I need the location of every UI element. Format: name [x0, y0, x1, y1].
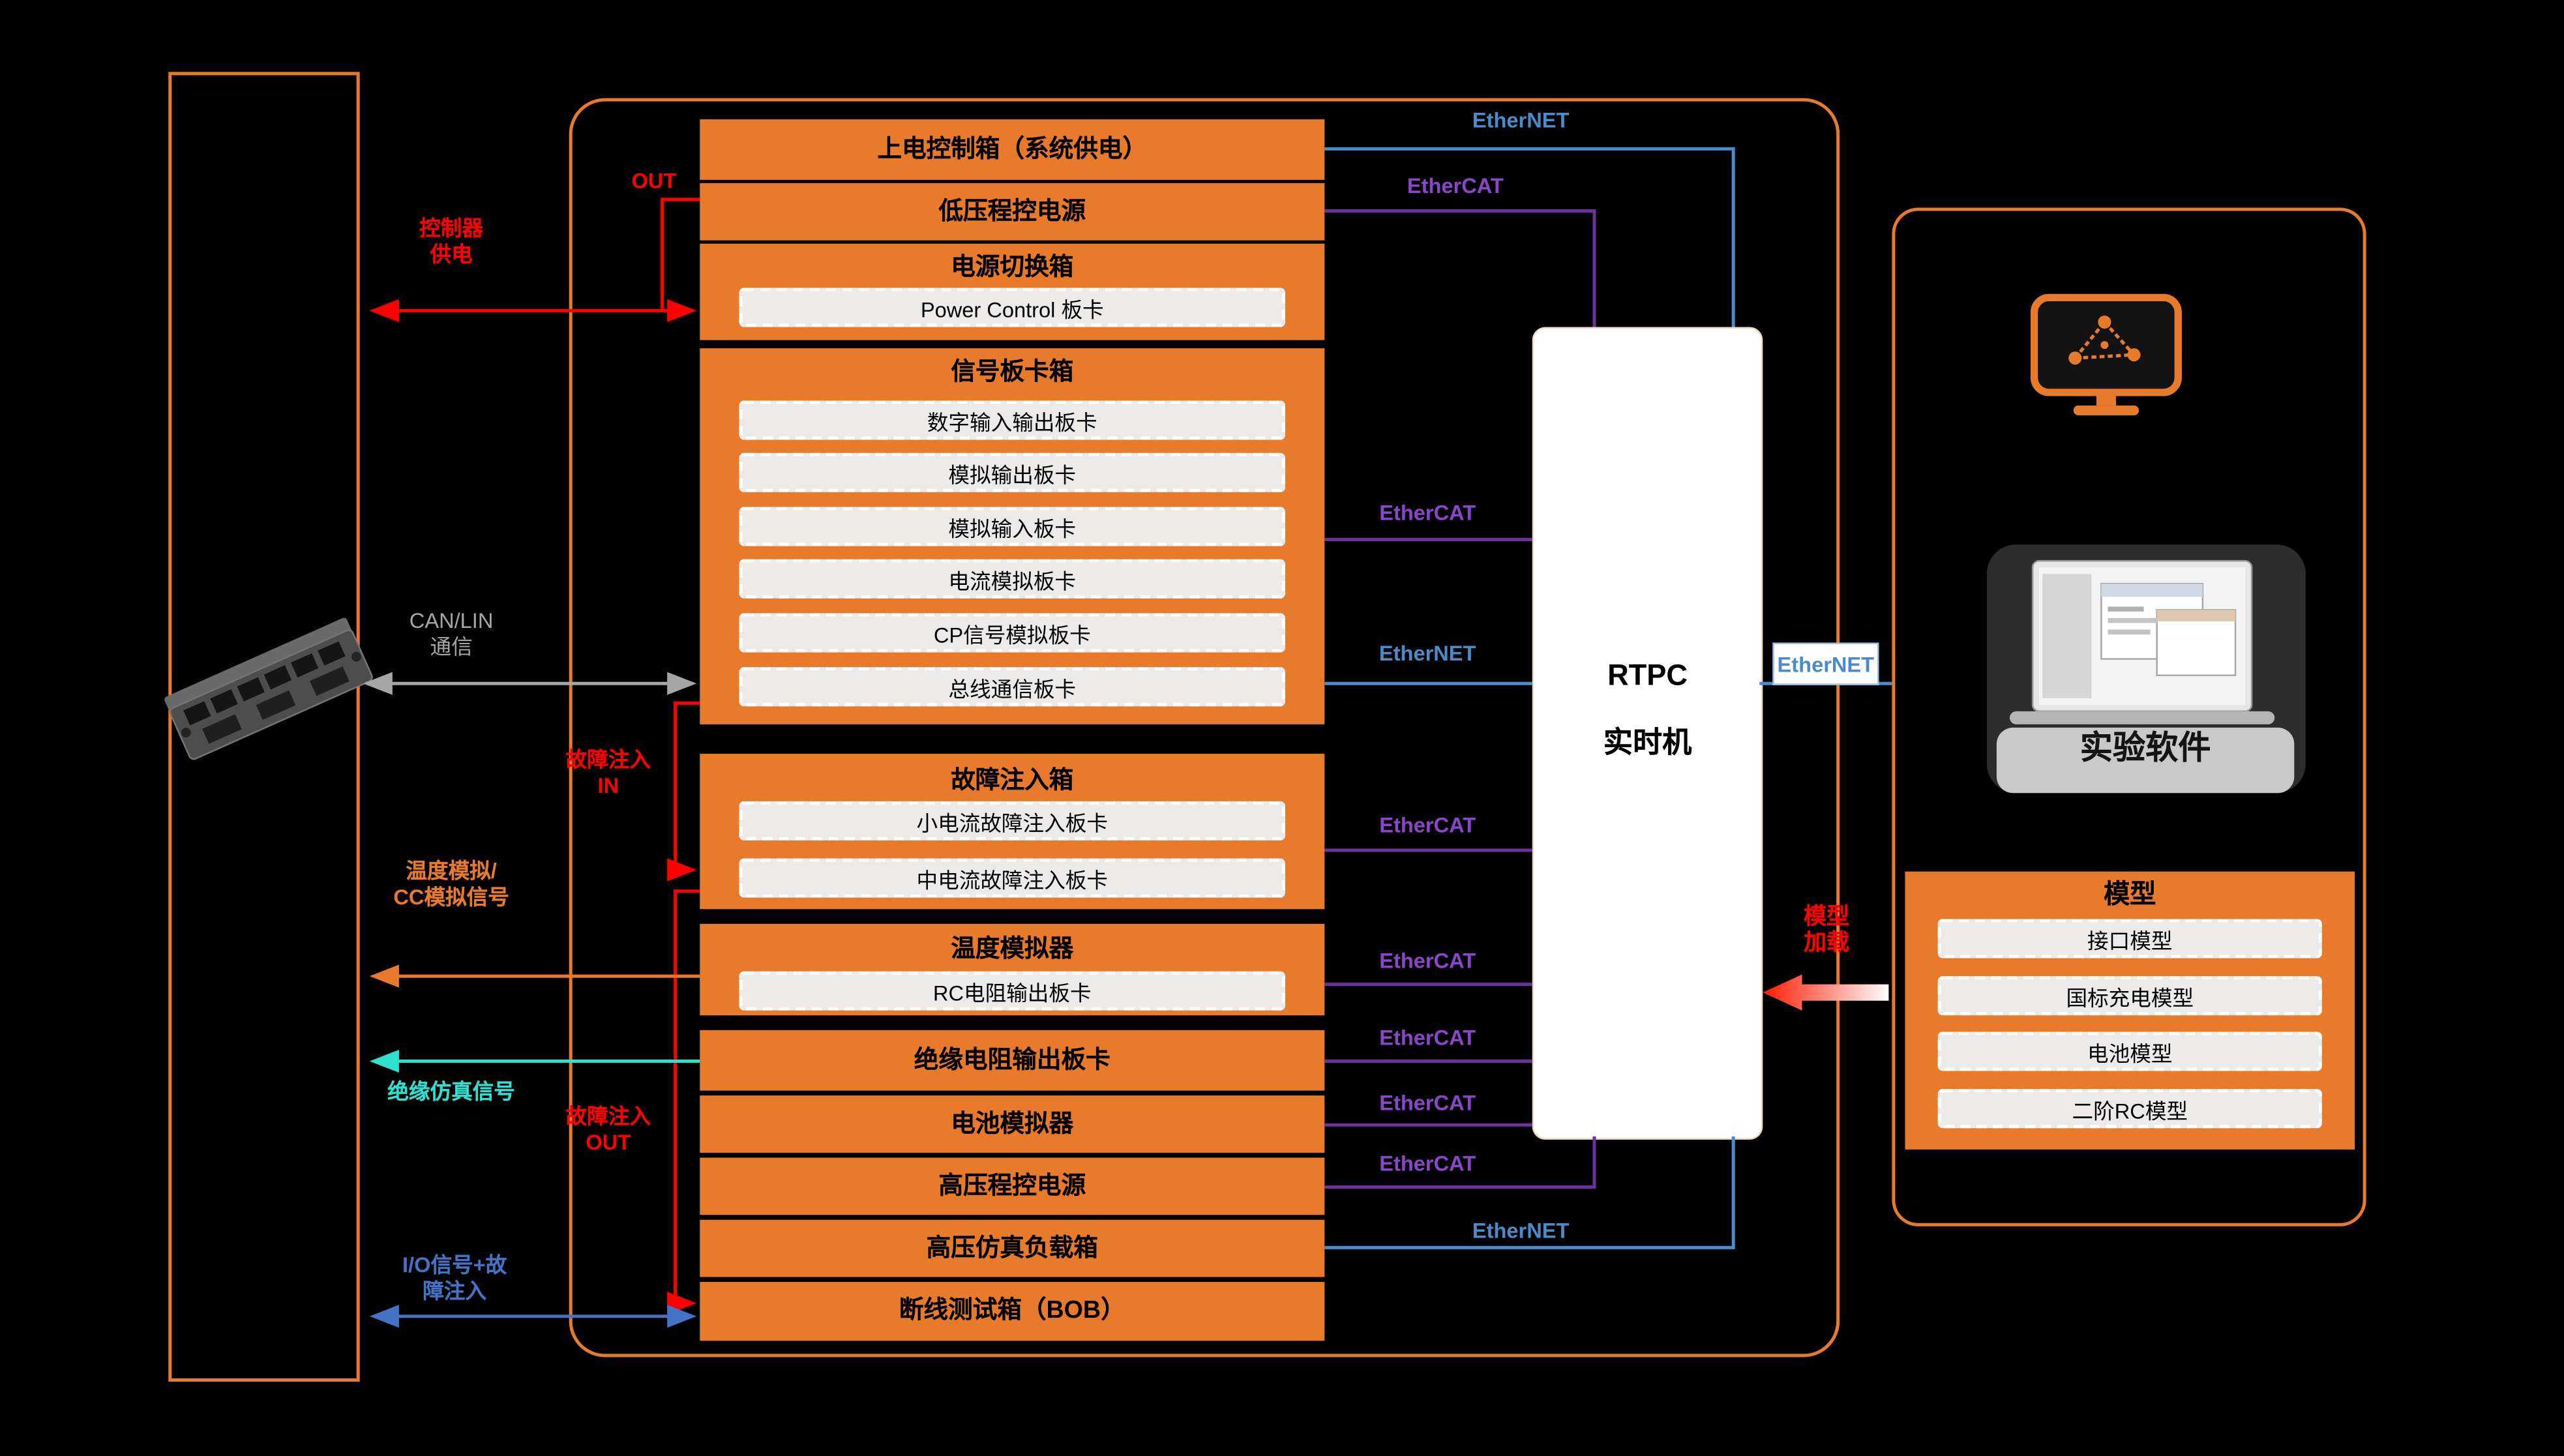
experiment-software-laptop: [1986, 544, 2306, 794]
box-title: 温度模拟器: [951, 935, 1074, 964]
board-card: 数字输入输出板卡: [739, 400, 1286, 440]
board-card: 总线通信板卡: [739, 667, 1286, 707]
box-power-switch: 电源切换箱 Power Control 板卡: [700, 243, 1325, 340]
model-card: 二阶RC模型: [1937, 1089, 2322, 1129]
box-title: 故障注入箱: [951, 767, 1074, 795]
io-fault-label: I/O信号+故 障注入: [402, 1252, 507, 1303]
fault-in-label: 故障注入 IN: [565, 747, 651, 798]
board-card: 模拟输入板卡: [739, 507, 1286, 546]
box-hv-load: 高压仿真负载箱: [700, 1219, 1325, 1277]
box-breakout-bob: 断线测试箱（BOB）: [700, 1282, 1325, 1341]
insulation-label: 绝缘仿真信号: [387, 1079, 515, 1104]
ethercat-label: EtherCAT: [1379, 1025, 1476, 1050]
box-battery-simulator: 电池模拟器: [700, 1095, 1325, 1153]
host-pc-frame: [1892, 207, 2366, 1226]
model-card: 电池模型: [1937, 1032, 2322, 1071]
box-power-on-control: 上电控制箱（系统供电）: [700, 119, 1325, 180]
ethernet-label: EtherNET: [1472, 1218, 1570, 1243]
model-box: 模型 接口模型 国标充电模型 电池模型 二阶RC模型: [1905, 871, 2355, 1150]
bms-controller-photo: [164, 617, 373, 760]
rtpc-title: RTPC: [1607, 659, 1688, 692]
box-title: 高压仿真负载箱: [926, 1234, 1098, 1262]
board-card: Power Control 板卡: [739, 288, 1286, 327]
ethercat-label: EtherCAT: [1379, 1090, 1476, 1116]
box-title: 绝缘电阻输出板卡: [914, 1045, 1111, 1074]
ethernet-badge: EtherNET: [1772, 642, 1879, 685]
ethernet-label: EtherNET: [1472, 108, 1570, 133]
software-label: 实验软件: [2080, 730, 2211, 767]
out-label: OUT: [631, 168, 677, 193]
ethernet-label: EtherNET: [1379, 641, 1476, 666]
ethercat-label: EtherCAT: [1407, 173, 1504, 198]
ethercat-label: EtherCAT: [1379, 500, 1476, 525]
device-io-bus-bar: [168, 72, 360, 1382]
model-card: 接口模型: [1937, 919, 2322, 958]
box-title: 电池模拟器: [951, 1109, 1074, 1138]
box-title: 信号板卡箱: [951, 358, 1074, 386]
box-signal-boards: 信号板卡箱 数字输入输出板卡 模拟输出板卡 模拟输入板卡 电流模拟板卡 CP信号…: [700, 348, 1325, 724]
board-card: 电流模拟板卡: [739, 559, 1286, 599]
box-temperature-simulator: 温度模拟器 RC电阻输出板卡: [700, 923, 1325, 1016]
rtpc-box: RTPC 实时机: [1532, 327, 1763, 1140]
box-insulation-resistor: 绝缘电阻输出板卡: [700, 1030, 1325, 1091]
ethercat-label: EtherCAT: [1379, 812, 1476, 837]
box-title: 上电控制箱（系统供电）: [877, 134, 1148, 163]
box-hv-power: 高压程控电源: [700, 1157, 1325, 1215]
board-card: RC电阻输出板卡: [739, 971, 1286, 1011]
ethercat-label: EtherCAT: [1379, 1151, 1476, 1176]
test-cabinet-frame: [569, 98, 1840, 1358]
temp-cc-label: 温度模拟/ CC模拟信号: [393, 858, 509, 910]
box-title: 电源切换箱: [951, 253, 1074, 282]
rtpc-subtitle: 实时机: [1603, 726, 1692, 759]
model-load-label: 模型 加载: [1803, 902, 1850, 955]
board-card: 小电流故障注入板卡: [739, 801, 1286, 840]
fault-out-label: 故障注入 OUT: [565, 1103, 651, 1155]
box-title: 高压程控电源: [938, 1171, 1086, 1200]
model-title: 模型: [2104, 881, 2156, 910]
ethercat-label: EtherCAT: [1379, 948, 1476, 973]
board-card: 模拟输出板卡: [739, 453, 1286, 492]
can-lin-label: CAN/LIN 通信: [409, 608, 494, 659]
model-card: 国标充电模型: [1937, 976, 2322, 1016]
network-monitor-icon: [2030, 293, 2182, 415]
box-fault-injection: 故障注入箱 小电流故障注入板卡 中电流故障注入板卡: [700, 754, 1325, 910]
controller-power-label: 控制器 供电: [419, 216, 484, 267]
box-lv-power: 低压程控电源: [700, 183, 1325, 241]
board-card: 中电流故障注入板卡: [739, 858, 1286, 898]
board-card: CP信号模拟板卡: [739, 613, 1286, 653]
box-title: 断线测试箱（BOB）: [899, 1296, 1125, 1325]
box-title: 低压程控电源: [938, 197, 1086, 225]
